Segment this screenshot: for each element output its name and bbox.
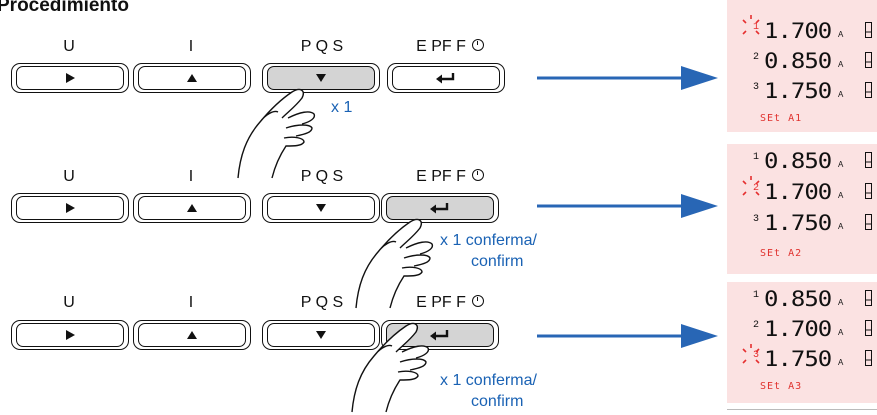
display-row: 1 0.850 A xyxy=(727,148,877,178)
epff-label: E PF F xyxy=(390,294,510,312)
blink-marker-icon xyxy=(742,344,760,364)
blink-marker-icon xyxy=(742,15,760,35)
up-triangle-icon xyxy=(187,204,197,212)
display-row: 2 0.850 A xyxy=(727,48,877,78)
i-label: I xyxy=(188,294,194,311)
down-triangle-icon xyxy=(316,331,326,339)
pqs-button[interactable] xyxy=(262,320,380,350)
display-row: 3 1.750 A xyxy=(727,210,877,240)
display-row: 3 1.750 A xyxy=(727,346,877,376)
play-icon xyxy=(66,73,75,83)
press-count-note: x 1 xyxy=(331,99,353,116)
arrow-icon xyxy=(537,66,718,90)
i-button[interactable] xyxy=(133,320,251,350)
bar-icon xyxy=(865,350,872,366)
arrow-icon xyxy=(537,194,718,218)
bar-icon xyxy=(865,82,872,98)
confirm-note: x 1 conferma/ xyxy=(440,232,537,249)
i-label: I xyxy=(188,38,194,55)
play-icon xyxy=(66,203,75,213)
set-label: SEt A2 xyxy=(760,248,803,259)
up-triangle-icon xyxy=(187,331,197,339)
display-row: 1 1.700 A xyxy=(727,18,877,48)
play-icon xyxy=(66,330,75,340)
pqs-button[interactable] xyxy=(262,63,380,93)
epff-label: E PF F xyxy=(390,38,510,56)
confirm-note-en: confirm xyxy=(471,253,524,270)
bar-icon xyxy=(865,214,872,230)
pqs-label: P Q S xyxy=(300,38,344,55)
enter-icon xyxy=(430,330,449,341)
next-display-edge xyxy=(727,409,877,415)
pqs-label: P Q S xyxy=(300,168,344,185)
pqs-label: P Q S xyxy=(300,294,344,311)
clock-icon xyxy=(471,39,484,51)
u-label: U xyxy=(63,38,75,55)
set-label: SEt A1 xyxy=(760,113,803,124)
enter-icon xyxy=(436,73,455,84)
down-triangle-icon xyxy=(316,204,326,212)
down-triangle-icon xyxy=(316,74,326,82)
epff-label: E PF F xyxy=(390,168,510,186)
confirm-note: x 1 conferma/ xyxy=(440,372,537,389)
hand-icon xyxy=(355,218,434,309)
display-row: 2 1.700 A xyxy=(727,316,877,346)
u-label: U xyxy=(63,168,75,185)
blink-marker-icon xyxy=(742,176,760,196)
clock-icon xyxy=(471,169,484,181)
display-row: 1 0.850 A xyxy=(727,286,877,316)
meter-display: 1 1.700 A 2 0.850 A 3 1.750 A SEt A1 xyxy=(727,0,877,132)
display-row: 2 1.700 A xyxy=(727,179,877,209)
arrow-icon xyxy=(537,324,718,348)
bar-icon xyxy=(865,320,872,336)
display-row: 3 1.750 A xyxy=(727,78,877,108)
epff-button[interactable] xyxy=(387,63,505,93)
bar-icon xyxy=(865,22,872,38)
u-button[interactable] xyxy=(11,320,129,350)
meter-display: 1 0.850 A 2 1.700 A 3 1.750 A SEt A3 xyxy=(727,282,877,403)
u-label: U xyxy=(63,294,75,311)
pqs-button[interactable] xyxy=(262,193,380,223)
u-button[interactable] xyxy=(11,193,129,223)
epff-button[interactable] xyxy=(381,193,499,223)
u-button[interactable] xyxy=(11,63,129,93)
up-triangle-icon xyxy=(187,74,197,82)
meter-display: 1 0.850 A 2 1.700 A 3 1.750 A SEt A2 xyxy=(727,144,877,274)
enter-icon xyxy=(430,203,449,214)
bar-icon xyxy=(865,152,872,168)
i-button[interactable] xyxy=(133,63,251,93)
bar-icon xyxy=(865,290,872,306)
page-title: Procedimiento xyxy=(0,0,129,16)
set-label: SEt A3 xyxy=(760,381,803,392)
bar-icon xyxy=(865,183,872,199)
i-label: I xyxy=(188,168,194,185)
clock-icon xyxy=(471,295,484,307)
confirm-note-en: confirm xyxy=(471,393,524,410)
i-button[interactable] xyxy=(133,193,251,223)
hand-icon xyxy=(237,88,316,179)
bar-icon xyxy=(865,52,872,68)
hand-icon xyxy=(351,322,430,413)
